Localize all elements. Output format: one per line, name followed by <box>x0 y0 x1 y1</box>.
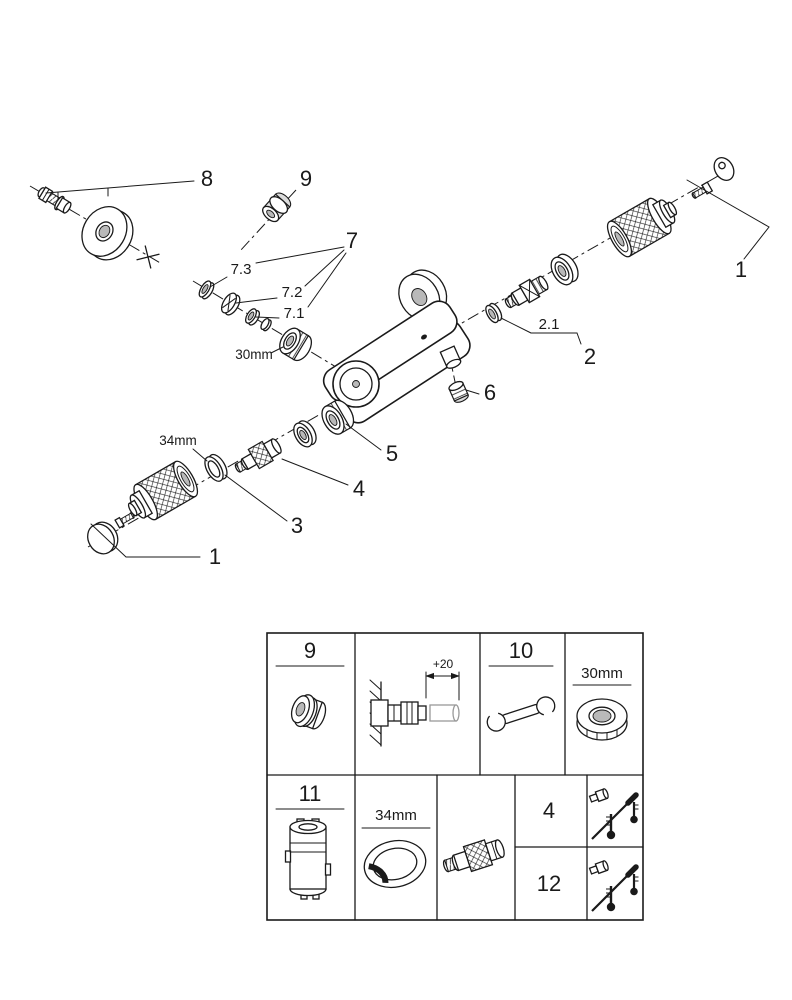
part-9-large-icon <box>290 694 327 730</box>
axis-right <box>447 167 733 332</box>
callout-4: 4 <box>281 458 365 501</box>
escutcheon-icon <box>81 206 134 261</box>
axis-bottom-left <box>87 395 353 548</box>
wrench-icon <box>486 696 556 732</box>
part-8-group <box>37 186 160 269</box>
mixer-body-group <box>322 269 471 424</box>
callout-label-1-right: 1 <box>735 257 747 282</box>
table-cell-4-label: 4 <box>543 798 555 823</box>
ring-icon <box>260 317 272 332</box>
callout-34mm: 34mm <box>159 433 208 462</box>
body-button-dot <box>421 334 427 340</box>
axis-part7 <box>192 280 347 374</box>
table-dim-34mm: 34mm <box>375 807 417 824</box>
seal-ring-icon <box>198 280 215 300</box>
part-9-icon <box>262 192 292 223</box>
ring-icon <box>220 292 241 316</box>
cap-icon <box>713 157 735 181</box>
table-cell-9-label: 9 <box>304 638 316 663</box>
ring-34mm-icon <box>204 453 228 482</box>
callout-5: 5 <box>345 423 398 466</box>
callout-label-6: 6 <box>484 380 496 405</box>
callout-label-7-1: 7.1 <box>284 305 305 322</box>
flange-ring-icon <box>550 253 579 286</box>
screw-icon <box>114 512 135 529</box>
callout-6: 6 <box>465 380 496 405</box>
callout-label-4: 4 <box>353 476 365 501</box>
callout-2: 2.1 2 <box>500 316 596 369</box>
callout-label-2: 2 <box>584 344 596 369</box>
x-mark <box>136 245 160 269</box>
axis-part9 <box>239 189 297 252</box>
callout-1-right: 1 <box>686 179 770 282</box>
callout-label-1-left: 1 <box>209 544 221 569</box>
callout-label-7-3: 7.3 <box>231 261 252 278</box>
callout-label-8: 8 <box>201 166 213 191</box>
check-valve-icon <box>442 839 505 873</box>
callout-label-9: 9 <box>300 166 312 191</box>
part-5-group <box>87 399 355 555</box>
callout-1-left: 1 <box>90 523 221 569</box>
ring-34mm-icon <box>363 839 427 889</box>
table-cell-11-label: 11 <box>299 781 322 806</box>
union-nut-30mm-icon <box>279 327 313 362</box>
cartridge-icon <box>284 818 332 900</box>
callout-label-5: 5 <box>386 441 398 466</box>
ring-icon <box>293 420 317 448</box>
part-7-group <box>198 280 313 362</box>
callout-label-2-1: 2.1 <box>539 316 560 333</box>
table-cell-12-label: 12 <box>537 871 561 896</box>
callout-label-7-2: 7.2 <box>282 284 303 301</box>
outlet-stub <box>439 345 462 369</box>
check-valve-icon <box>504 275 549 309</box>
wall-union-icon <box>37 186 72 214</box>
dim-label-30mm: 30mm <box>235 347 273 362</box>
callout-label-3: 3 <box>291 513 303 538</box>
d dim-label-plus20: +20 <box>433 657 454 671</box>
nut-30mm-icon <box>576 698 628 741</box>
extension-part-muted <box>429 704 457 722</box>
table-cell-10-label: 10 <box>509 638 533 663</box>
knurled-ring-icon <box>321 399 355 435</box>
legend-table: 9 <box>266 632 644 921</box>
callout-8: 8 <box>45 166 213 201</box>
table-dim-30mm: 30mm <box>581 665 623 682</box>
part-6-icon <box>448 380 469 403</box>
callout-label-7: 7 <box>346 228 358 253</box>
ring-icon <box>244 308 261 326</box>
callout-3: 3 <box>224 474 303 538</box>
dim-label-34mm: 34mm <box>159 433 197 448</box>
installation-detail: +20 <box>369 657 460 747</box>
part-4-fitting-icon <box>234 438 282 473</box>
screw-icon <box>691 181 714 199</box>
strainer-icon <box>602 189 686 261</box>
callout-7: 7 7.3 7.2 7.1 <box>209 228 358 322</box>
callout-30mm: 30mm <box>235 346 284 362</box>
part-2-group <box>485 157 735 324</box>
seal-ring-icon <box>485 302 503 324</box>
